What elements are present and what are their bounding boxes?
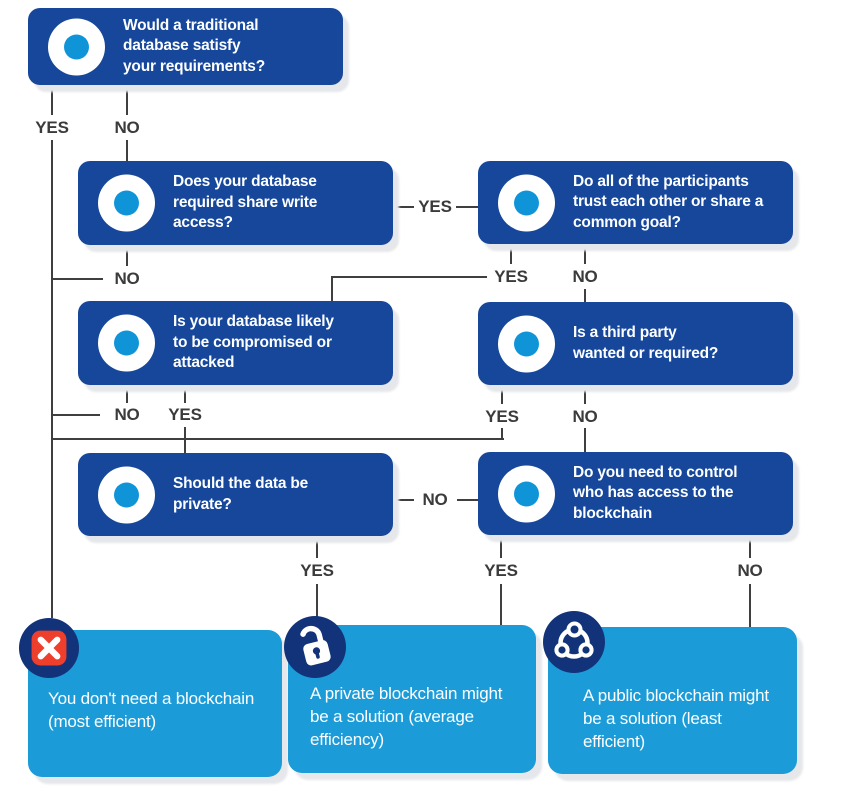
connector-line — [457, 499, 478, 501]
connector-line — [500, 584, 502, 628]
question-text: Should the data be private? — [173, 475, 309, 513]
edge-label-q3-no: NO — [570, 267, 600, 287]
circle-dot-icon — [48, 18, 105, 75]
connector-line — [126, 140, 128, 161]
edge-label-q1-no: NO — [112, 118, 142, 138]
connector-line — [126, 245, 128, 266]
connector-line — [52, 278, 103, 280]
question-box-database-compromised: Is your database likely to be compromise… — [78, 301, 393, 385]
question-text: Would a traditional database satisfy you… — [123, 16, 265, 75]
edge-label-q2-no: NO — [112, 269, 142, 289]
connector-line — [584, 289, 586, 303]
circle-dot-icon — [498, 465, 555, 522]
circle-dot-icon — [498, 315, 555, 372]
question-text: Does your database required share write … — [173, 173, 318, 232]
connector-line — [51, 140, 53, 618]
question-text: Is a third party wanted or required? — [573, 324, 719, 362]
connector-line — [584, 243, 586, 264]
edge-label-q6-no: NO — [420, 490, 450, 510]
connector-line — [126, 85, 128, 115]
connector-line — [584, 428, 586, 453]
question-box-participants-trust: Do all of the participants trust each ot… — [478, 161, 793, 244]
question-box-traditional-database: Would a traditional database satisfy you… — [28, 8, 343, 85]
question-box-third-party: Is a third party wanted or required? — [478, 302, 793, 385]
question-text: Do you need to control who has access to… — [573, 463, 738, 522]
edge-label-q3-yes: YES — [492, 267, 530, 287]
connector-line — [500, 535, 502, 558]
question-box-control-access: Do you need to control who has access to… — [478, 452, 793, 535]
edge-label-q4-no: NO — [112, 405, 142, 425]
connector-line — [52, 414, 100, 416]
question-box-data-private: Should the data be private? — [78, 453, 393, 536]
result-text: A public blockchain might be a solution … — [583, 686, 769, 751]
connector-line — [184, 427, 186, 454]
connector-line — [510, 243, 512, 264]
connector-line — [184, 385, 186, 403]
connector-line — [393, 499, 414, 501]
circle-dot-icon — [98, 314, 155, 372]
connector-line — [51, 85, 53, 115]
question-box-share-write-access: Does your database required share write … — [78, 161, 393, 245]
edge-label-q1-yes: YES — [33, 118, 71, 138]
question-text: Do all of the participants trust each ot… — [573, 172, 764, 231]
connector-line — [501, 428, 503, 439]
edge-label-q7-no: NO — [735, 561, 765, 581]
edge-label-q2-yes: YES — [416, 197, 454, 217]
connector-line — [316, 536, 318, 558]
connector-line — [316, 584, 318, 618]
edge-label-q7-yes: YES — [482, 561, 520, 581]
edge-label-q5-no: NO — [570, 407, 600, 427]
x-cross-icon — [18, 617, 80, 679]
share-network-icon — [542, 610, 606, 674]
question-text: Is your database likely to be compromise… — [173, 313, 334, 372]
connector-line — [331, 277, 333, 302]
connector-line — [51, 438, 504, 440]
connector-line — [501, 385, 503, 404]
connector-line — [456, 206, 479, 208]
open-padlock-icon — [283, 615, 347, 679]
result-box-private-blockchain: A private blockchain might be a solution… — [288, 625, 536, 773]
connector-line — [749, 535, 751, 558]
edge-label-q6-yes: YES — [298, 561, 336, 581]
result-text: You don't need a blockchain (most effici… — [48, 689, 255, 731]
edge-label-q5-yes: YES — [483, 407, 521, 427]
connector-line — [331, 276, 487, 278]
circle-dot-icon — [498, 174, 555, 231]
connector-line — [584, 385, 586, 404]
edge-label-q4-yes: YES — [166, 405, 204, 425]
result-text: A private blockchain might be a solution… — [310, 684, 503, 749]
connector-line — [126, 385, 128, 403]
connector-line — [749, 584, 751, 628]
circle-dot-icon — [98, 466, 155, 523]
connector-line — [393, 206, 414, 208]
circle-dot-icon — [98, 174, 155, 232]
